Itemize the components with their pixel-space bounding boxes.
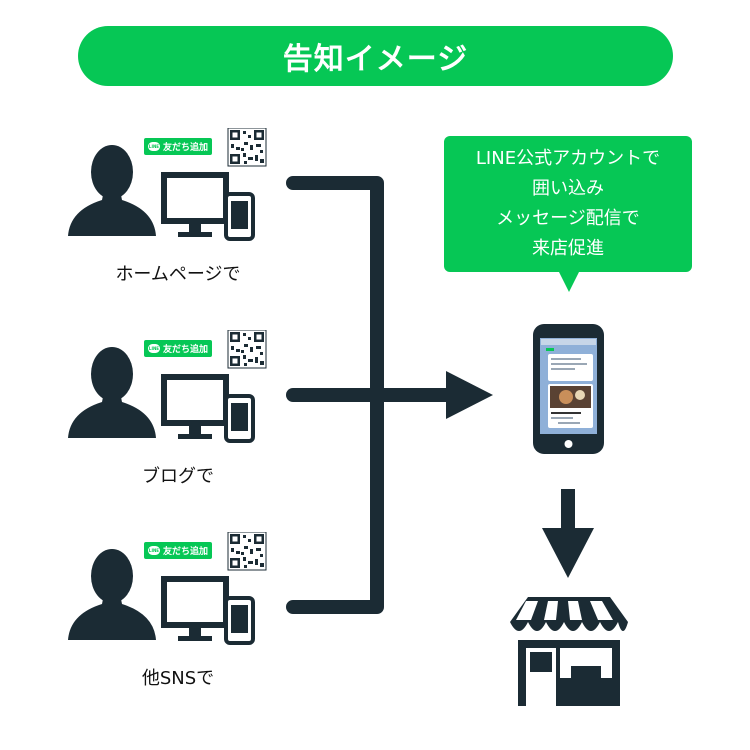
callout-text: LINE公式アカウントで 囲い込み メッセージ配信で 来店促進 (476, 144, 660, 264)
add-friend-label: 友だち追加 (162, 345, 208, 355)
callout-line: メッセージ配信で (496, 208, 640, 229)
callout-line: LINE公式アカウントで (475, 148, 661, 169)
person-icon (68, 549, 156, 640)
line-logo-icon: LINE (147, 344, 160, 353)
source-label: ホームページで (115, 264, 241, 285)
page-title: 告知イメージ (282, 42, 469, 77)
add-friend-button[interactable]: LINE 友だち追加 (144, 542, 212, 559)
add-friend-button[interactable]: LINE 友だち追加 (144, 340, 212, 357)
source-illustration (68, 330, 267, 443)
desktop-icon (161, 172, 229, 237)
smartphone-icon (533, 324, 604, 454)
store-icon (510, 597, 628, 706)
desktop-icon (161, 576, 229, 641)
arrow-down-icon (542, 489, 594, 578)
source-label: ブログで (142, 466, 214, 487)
smartphone-icon (224, 394, 255, 443)
source-homepage: LINE 友だち追加 ホームページで (68, 128, 308, 338)
source-other-sns: LINE 友だち追加 他SNSで (68, 532, 308, 742)
qr-code-icon (227, 330, 267, 369)
smartphone-icon (224, 596, 255, 645)
smartphone-icon (224, 192, 255, 241)
add-friend-label: 友だち追加 (162, 547, 208, 557)
line-logo-icon: LINE (147, 142, 160, 151)
qr-code-icon (227, 532, 267, 571)
person-icon (68, 145, 156, 236)
source-blog: LINE 友だち追加 ブログで (68, 330, 308, 540)
callout-bubble: LINE公式アカウントで 囲い込み メッセージ配信で 来店促進 (444, 136, 692, 292)
bracket-connector (286, 176, 459, 614)
desktop-icon (161, 374, 229, 439)
person-icon (68, 347, 156, 438)
source-illustration (68, 128, 267, 241)
source-label: 他SNSで (141, 668, 215, 689)
callout-line: 来店促進 (532, 238, 604, 259)
add-friend-label: 友だち追加 (162, 143, 208, 153)
callout-line: 囲い込み (532, 178, 604, 199)
qr-code-icon (227, 128, 267, 167)
arrow-right-icon (446, 371, 493, 419)
add-friend-button[interactable]: LINE 友だち追加 (144, 138, 212, 155)
line-logo-icon: LINE (147, 546, 160, 555)
source-illustration (68, 532, 267, 645)
title-banner: 告知イメージ (78, 26, 673, 86)
